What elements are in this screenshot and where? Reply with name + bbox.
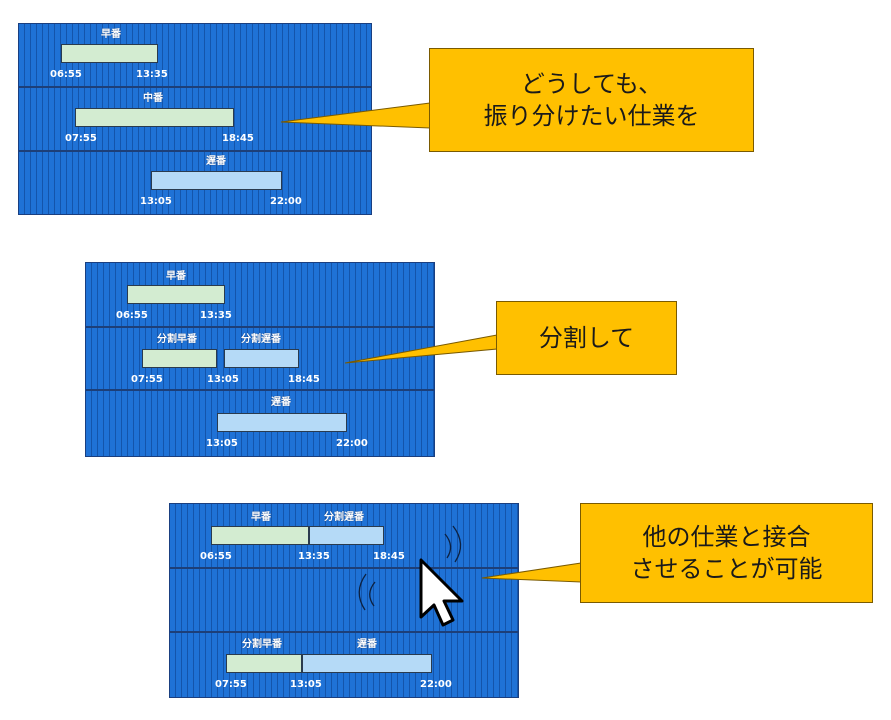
shift-bar-late[interactable] <box>217 413 347 432</box>
shift-label: 分割遅番 <box>241 334 281 345</box>
shift-start-time: 06:55 <box>50 69 82 80</box>
shift-label: 遅番 <box>271 397 291 408</box>
shift-label: 分割遅番 <box>324 512 364 523</box>
shift-start-time: 07:55 <box>215 679 247 690</box>
drag-motion-marks <box>358 525 462 611</box>
shift-end-time: 22:00 <box>336 438 368 449</box>
shift-end-time: 18:45 <box>288 374 320 385</box>
shift-start-time: 13:05 <box>140 196 172 207</box>
shift-split-time: 13:05 <box>207 374 239 385</box>
callout-text: 分割して <box>538 324 635 352</box>
shift-bar-late[interactable] <box>151 171 282 190</box>
callout-text: 他の仕業と接合 <box>642 523 811 551</box>
row-separator <box>19 86 371 88</box>
schedule-panel-1: 早番 06:55 13:35 中番 07:55 18:45 遅番 13:05 2… <box>18 23 372 215</box>
shift-label: 分割早番 <box>242 639 282 650</box>
callout-text: 振り分けたい仕業を <box>483 102 700 130</box>
shift-end-time: 18:45 <box>373 551 405 562</box>
row-separator <box>170 567 518 569</box>
schedule-panel-2: 早番 06:55 13:35 分割早番 分割遅番 07:55 13:05 18:… <box>85 262 435 457</box>
shift-bar-split-late[interactable] <box>224 349 299 368</box>
row-separator <box>19 150 371 152</box>
shift-label: 早番 <box>251 512 271 523</box>
mouse-pointer-icon <box>419 558 464 627</box>
callout-text: させることが可能 <box>630 555 823 583</box>
shift-end-time: 22:00 <box>270 196 302 207</box>
shift-label: 早番 <box>101 29 121 40</box>
shift-bar-early[interactable] <box>61 44 158 63</box>
shift-bar-middle[interactable] <box>75 108 234 127</box>
shift-split-time: 13:35 <box>298 551 330 562</box>
shift-label: 中番 <box>143 93 163 104</box>
shift-start-time: 07:55 <box>131 374 163 385</box>
shift-start-time: 07:55 <box>65 133 97 144</box>
shift-bar-early[interactable] <box>127 285 225 304</box>
callout-2: 分割して <box>496 301 677 375</box>
shift-bar-early[interactable] <box>211 526 309 545</box>
shift-end-time: 13:35 <box>200 310 232 321</box>
row-separator <box>170 631 518 633</box>
shift-split-time: 13:05 <box>290 679 322 690</box>
callout-text: どうしても、 <box>520 70 663 98</box>
row-separator <box>86 389 434 391</box>
shift-start-time: 06:55 <box>200 551 232 562</box>
shift-label: 遅番 <box>357 639 377 650</box>
shift-bar-split-early[interactable] <box>142 349 217 368</box>
shift-label: 分割早番 <box>157 334 197 345</box>
shift-bar-late[interactable] <box>302 654 432 673</box>
shift-bar-split-early[interactable] <box>226 654 302 673</box>
shift-end-time: 13:35 <box>136 69 168 80</box>
schedule-panel-3: 早番 分割遅番 06:55 13:35 18:45 分割早番 遅番 07:55 … <box>169 503 519 698</box>
callout-3: 他の仕業と接合 させることが可能 <box>580 503 873 603</box>
shift-end-time: 18:45 <box>222 133 254 144</box>
callout-1: どうしても、 振り分けたい仕業を <box>429 48 754 152</box>
shift-label: 早番 <box>166 271 186 282</box>
shift-start-time: 06:55 <box>116 310 148 321</box>
shift-label: 遅番 <box>206 156 226 167</box>
shift-start-time: 13:05 <box>206 438 238 449</box>
row-separator <box>86 326 434 328</box>
shift-end-time: 22:00 <box>420 679 452 690</box>
shift-bar-split-late[interactable] <box>309 526 384 545</box>
